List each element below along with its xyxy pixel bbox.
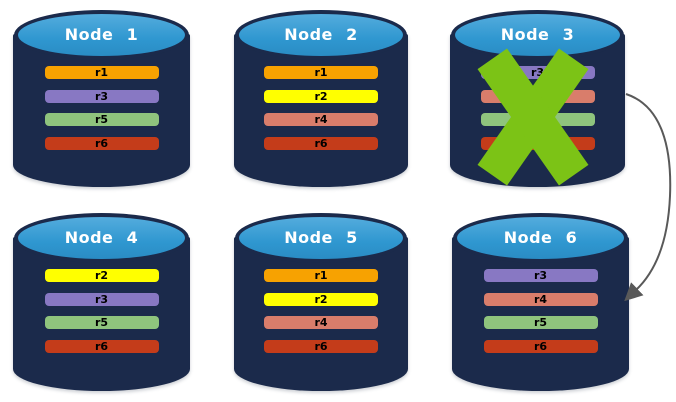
cylinder-top: Node 4 xyxy=(14,213,189,263)
cylinder-top: Node 6 xyxy=(453,213,628,263)
replica-bar: r4 xyxy=(264,316,378,329)
replica-bar: r1 xyxy=(44,66,159,79)
replica-bar: r6 xyxy=(264,136,378,150)
replica-bar: r3 xyxy=(483,269,598,282)
replica-bar: r4 xyxy=(483,292,598,306)
replica-list: r1 r3 r5 r6 xyxy=(13,66,190,150)
cylinder-top: Node 1 xyxy=(14,10,189,60)
cylinder-top: Node 3 xyxy=(451,10,624,60)
replica-bar: r5 xyxy=(483,316,598,329)
replica-list: r1 r2 r4 r6 xyxy=(234,269,408,353)
node-title: Node 3 xyxy=(500,24,575,44)
replica-bar: r6 xyxy=(44,339,159,353)
replica-bar: r2 xyxy=(44,269,159,282)
node-title: Node 4 xyxy=(64,227,139,247)
node-title: Node 1 xyxy=(64,24,139,44)
replica-bar: r3 xyxy=(44,292,159,306)
node-2: Node 2 r1 r2 r4 r6 xyxy=(234,8,408,187)
replica-bar: r6 xyxy=(483,339,598,353)
replica-bar: r5 xyxy=(44,316,159,329)
cylinder-top: Node 2 xyxy=(235,10,407,60)
node-4: Node 4 r2 r3 r5 r6 xyxy=(13,211,190,391)
replica-bar: r2 xyxy=(264,89,378,103)
node-5: Node 5 r1 r2 r4 r6 xyxy=(234,211,408,391)
cylinder-top: Node 5 xyxy=(235,213,407,263)
replica-list: r2 r3 r5 r6 xyxy=(13,269,190,353)
node-6: Node 6 r3 r4 r5 r6 xyxy=(452,211,629,391)
replica-bar: r6 xyxy=(44,136,159,150)
node-title: Node 6 xyxy=(503,227,578,247)
replica-bar: r4 xyxy=(264,113,378,126)
replica-bar: r2 xyxy=(264,292,378,306)
replica-bar: r3 xyxy=(44,89,159,103)
node-title: Node 5 xyxy=(284,227,358,247)
replica-bar: r1 xyxy=(264,269,378,282)
replica-bar: r6 xyxy=(264,339,378,353)
replica-bar: r5 xyxy=(44,113,159,126)
node-title: Node 2 xyxy=(284,24,358,44)
replica-list: r1 r2 r4 r6 xyxy=(234,66,408,150)
replica-list: r3 r4 r5 r6 xyxy=(452,269,629,353)
node-1: Node 1 r1 r3 r5 r6 xyxy=(13,8,190,187)
failure-x-mark xyxy=(476,47,590,187)
failover-arrow-path xyxy=(624,93,672,302)
replica-bar: r1 xyxy=(264,66,378,79)
